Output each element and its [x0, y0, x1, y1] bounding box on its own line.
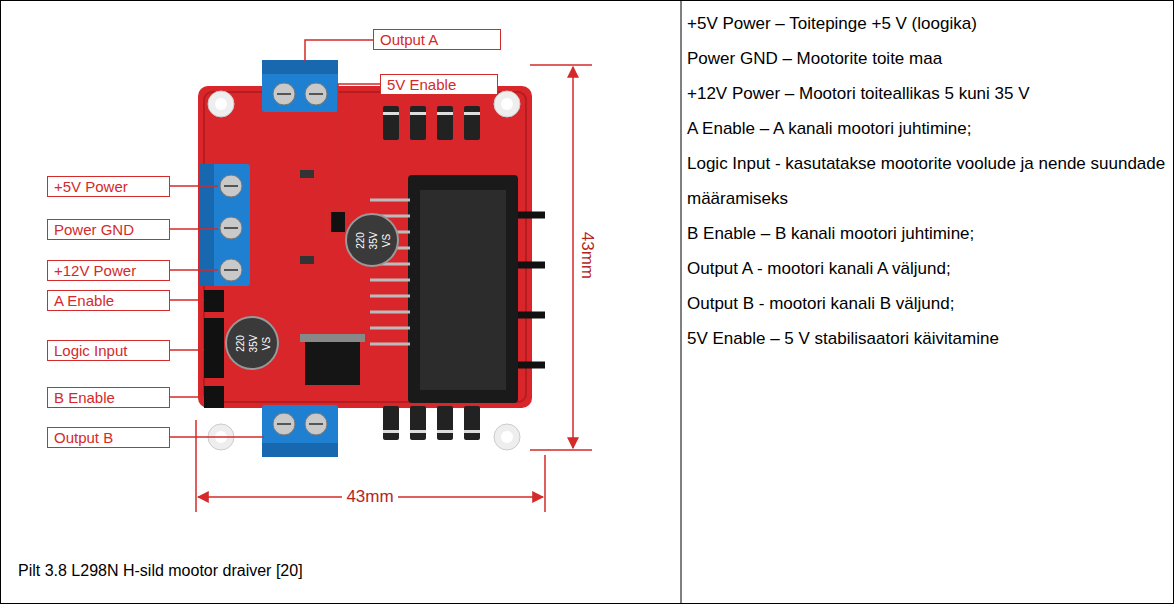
figure-caption: Pilt 3.8 L298N H-sild mootor draiver [20… [18, 562, 303, 580]
callout-box: +5V Power [47, 176, 170, 197]
callout-text: +5V Power [54, 178, 128, 195]
capacitor-marking: 220 [355, 232, 366, 249]
callout-box: A Enable [47, 290, 170, 311]
callout-text: +12V Power [54, 262, 136, 279]
capacitor-marking: 220 [235, 335, 246, 352]
callout-text: Logic Input [54, 342, 127, 359]
description-line: +12V Power – Mootori toiteallikas 5 kuni… [687, 76, 1169, 111]
description-list: +5V Power – Toitepinge +5 V (loogika)Pow… [687, 6, 1169, 356]
description-line: Power GND – Mootorite toite maa [687, 41, 1169, 76]
dimension-label: 43mm [578, 231, 597, 278]
description-line: Output A - mootori kanali A väljund; [687, 251, 1169, 286]
callout-box: B Enable [47, 387, 170, 408]
callout-box: Logic Input [47, 340, 170, 361]
callout-box: Power GND [47, 219, 170, 240]
callout-box: 5V Enable [380, 74, 498, 95]
callout-box: Output B [47, 427, 170, 448]
description-line: Logic Input - kasutatakse mootorite vool… [687, 146, 1169, 216]
description-line: 5V Enable – 5 V stabilisaatori käivitami… [687, 321, 1169, 356]
callout-text: Output B [54, 429, 113, 446]
callout-text: Power GND [54, 221, 134, 238]
description-line: +5V Power – Toitepinge +5 V (loogika) [687, 6, 1169, 41]
description-line: Output B - mootori kanali B väljund; [687, 286, 1169, 321]
capacitor-marking: VS [262, 336, 273, 349]
description-line: A Enable – A kanali mootori juhtimine; [687, 111, 1169, 146]
callout-text: 5V Enable [387, 76, 456, 93]
dimension-label: 43mm [342, 488, 397, 507]
callout-text: Output A [380, 31, 438, 48]
capacitor-marking: VS [382, 233, 393, 246]
capacitor-marking: 35V [248, 334, 259, 352]
callout-text: B Enable [54, 389, 115, 406]
capacitor-marking: 35V [368, 231, 379, 249]
callout-text: A Enable [54, 292, 114, 309]
description-line: B Enable – B kanali mootori juhtimine; [687, 216, 1169, 251]
callout-box: +12V Power [47, 260, 170, 281]
callout-box: Output A [373, 29, 501, 50]
